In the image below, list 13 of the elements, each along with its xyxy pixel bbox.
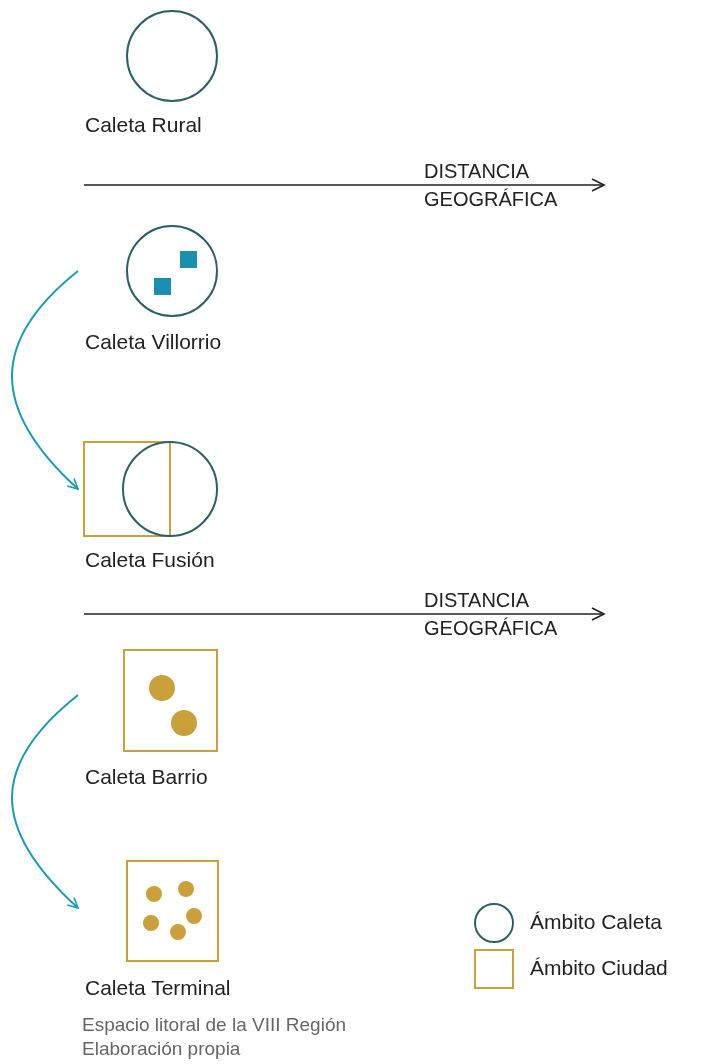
curved-arrow [11, 694, 79, 909]
legend-label: Ámbito Caleta [530, 910, 662, 934]
caption: Espacio litoral de la VIII Región [82, 1013, 347, 1037]
node-title: Caleta Barrio [85, 764, 208, 790]
axis-label: DISTANCIA GEOGRÁFICA [424, 588, 559, 641]
legend-label: Ámbito Ciudad [530, 956, 668, 980]
curved-arrow [11, 270, 79, 490]
node-title: Caleta Rural [85, 112, 202, 138]
axis-label: DISTANCIA GEOGRÁFICA [424, 159, 559, 212]
node-title: Caleta Terminal [85, 975, 231, 1001]
node-title: Caleta Villorrio [85, 329, 222, 355]
node-title: Caleta Fusión [85, 547, 215, 573]
source-note: Elaboración propia [82, 1037, 241, 1061]
